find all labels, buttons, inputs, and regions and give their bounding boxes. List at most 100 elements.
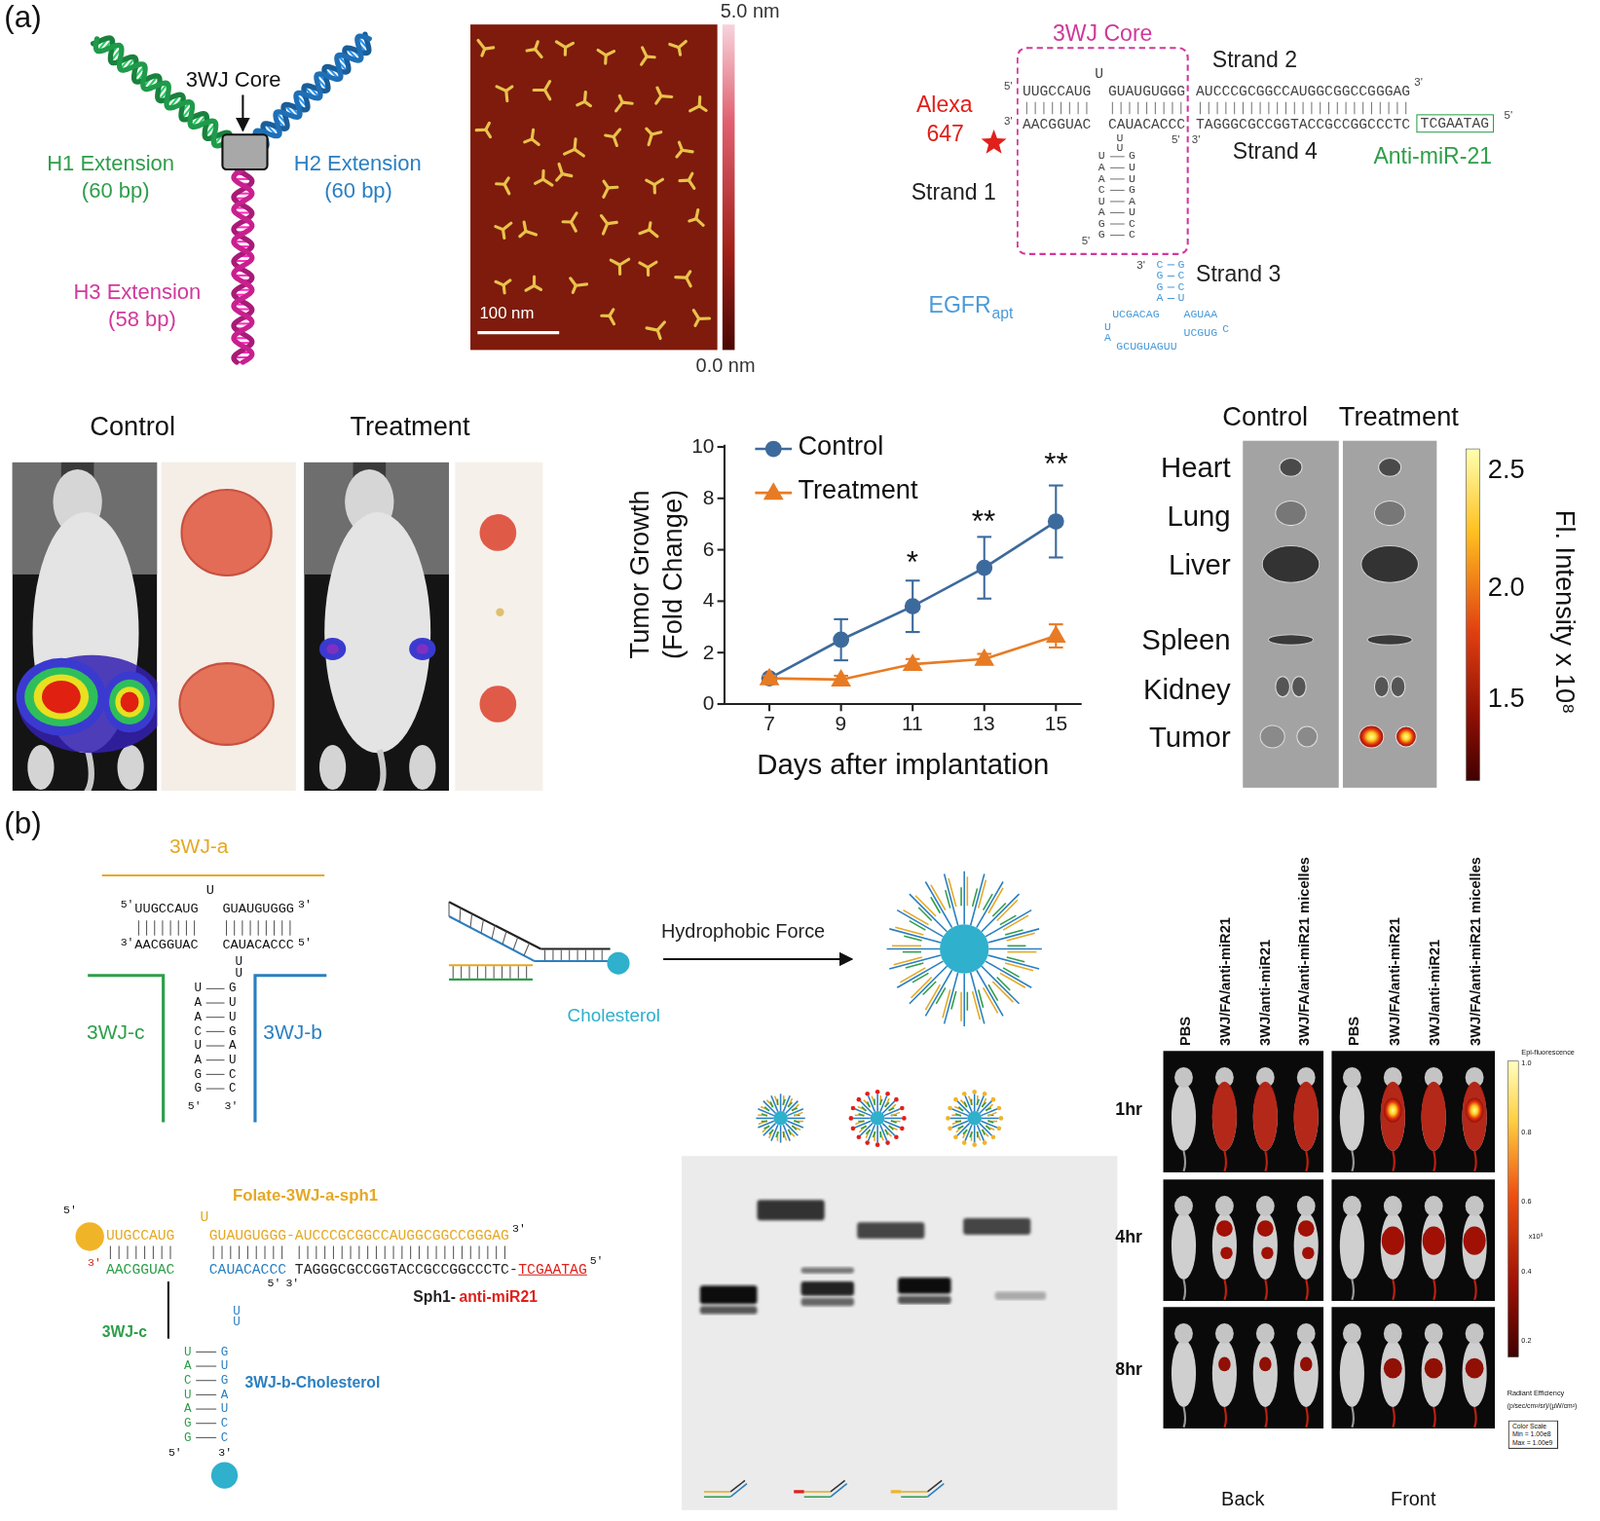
figure-label: (b) (3, 806, 41, 842)
line-shape (324, 1245, 326, 1260)
line-shape (955, 1114, 962, 1117)
line-shape (1362, 102, 1364, 115)
g-shape (646, 179, 664, 193)
path-shape (769, 635, 1056, 680)
g-shape (562, 213, 577, 231)
line-shape (925, 984, 940, 1010)
circle-shape (893, 1097, 899, 1103)
line-shape (250, 920, 252, 936)
g-shape (577, 92, 592, 107)
line-shape (723, 445, 726, 706)
rect-shape (681, 1155, 1117, 1511)
ellipse-shape (1380, 1081, 1406, 1152)
line-shape (513, 936, 519, 950)
circle-shape (947, 1126, 953, 1132)
rect-shape (700, 1285, 758, 1304)
circle-shape (953, 1134, 959, 1140)
circle-shape (479, 685, 517, 723)
ellipse-shape (1339, 1212, 1365, 1280)
path-shape (1305, 1407, 1308, 1428)
line-shape (891, 1120, 897, 1123)
line-shape (761, 1114, 768, 1117)
ellipse-shape (1421, 1212, 1447, 1280)
sequence-text: U A A C U A G G (1095, 150, 1108, 241)
line-shape (1208, 102, 1210, 115)
line-shape (1051, 102, 1053, 115)
figure-label: 3WJ-c (102, 1322, 148, 1340)
line-shape (1396, 102, 1398, 115)
line-shape (757, 1114, 768, 1117)
ellipse-shape (409, 637, 436, 661)
line-shape (769, 1129, 774, 1139)
line-shape (577, 950, 579, 961)
ellipse-shape (1359, 725, 1384, 748)
figure-label: 8 (703, 485, 715, 510)
line-shape (766, 1100, 774, 1108)
rect-shape (963, 1218, 1031, 1235)
g-shape (600, 216, 617, 234)
line-shape (958, 1126, 965, 1129)
line-shape (241, 920, 243, 936)
g-shape (679, 173, 695, 188)
g-shape (689, 210, 704, 226)
g-shape (255, 34, 370, 149)
rect-shape (1163, 1306, 1325, 1429)
line-shape (988, 984, 999, 1002)
sequence-text: G U U G A U C C (226, 981, 240, 1096)
line-shape (858, 1125, 866, 1133)
line-shape (558, 163, 562, 174)
circle-shape (953, 1097, 959, 1103)
line-shape (891, 1120, 901, 1123)
rect-shape (801, 1281, 855, 1297)
ellipse-shape (41, 680, 81, 714)
ellipse-shape (1421, 1081, 1447, 1152)
line-shape (233, 920, 235, 936)
line-shape (602, 223, 607, 234)
line-shape (1171, 102, 1173, 115)
line-shape (341, 1245, 343, 1260)
line-shape (1110, 167, 1125, 169)
ellipse-shape (1381, 1226, 1405, 1255)
line-shape (676, 149, 683, 157)
line-shape (256, 1245, 258, 1260)
line-shape (950, 1117, 968, 1120)
line-shape (1146, 102, 1148, 115)
path-shape (1224, 1279, 1227, 1301)
line-shape (639, 262, 649, 268)
line-shape (663, 958, 853, 961)
g-shape (570, 278, 588, 293)
line-shape (973, 1125, 976, 1144)
line-shape (272, 1245, 274, 1260)
figure-label: Back (1221, 1488, 1265, 1511)
line-shape (942, 989, 951, 1018)
line-shape (504, 90, 509, 101)
rect-shape (801, 1298, 855, 1306)
line-shape (988, 888, 1004, 914)
figure-label: 2 (703, 640, 715, 665)
line-shape (978, 989, 984, 1007)
line-shape (153, 920, 155, 936)
line-shape (1294, 102, 1296, 115)
path-shape (1265, 1407, 1267, 1428)
line-shape (543, 179, 553, 186)
figure-label: * (906, 545, 919, 581)
circle-shape (991, 1097, 997, 1103)
line-shape (477, 331, 559, 335)
line-shape (788, 1129, 791, 1136)
sequence-text: C (1222, 322, 1229, 335)
path-shape (85, 749, 92, 791)
ellipse-shape (34, 674, 90, 720)
path-shape (830, 669, 852, 687)
line-shape (768, 704, 771, 711)
line-shape (909, 921, 927, 931)
line-shape (607, 222, 618, 224)
line-shape (603, 55, 608, 64)
line-shape (247, 1245, 249, 1260)
sequence-text: UUGCCAUG (1022, 83, 1091, 101)
line-shape (622, 102, 633, 104)
line-shape (695, 318, 700, 326)
line-shape (699, 316, 710, 321)
g-shape (616, 95, 633, 112)
line-shape (925, 969, 952, 1016)
ellipse-shape (409, 744, 436, 790)
